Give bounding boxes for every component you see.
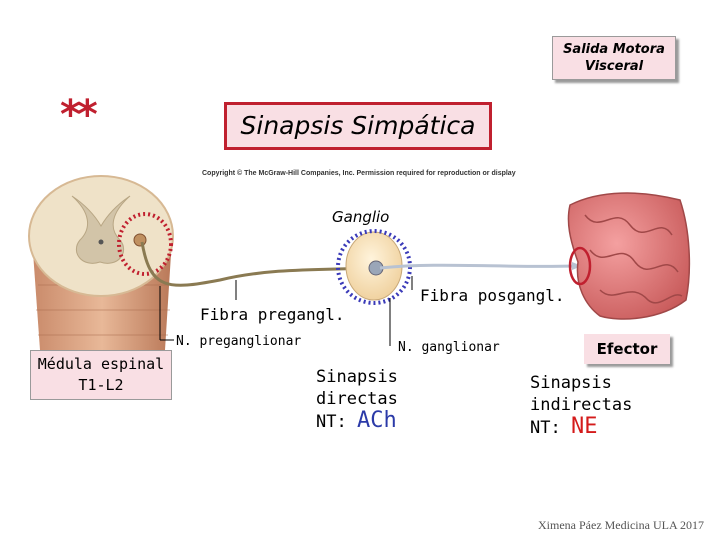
direct-synapse-line-1: Sinapsis — [316, 367, 398, 387]
author-credit: Ximena Páez Medicina ULA 2017 — [538, 518, 704, 532]
spinal-highlight-ring — [117, 212, 173, 276]
indirect-synapse-line-1: Sinapsis — [530, 373, 612, 393]
preganglionic-fiber — [140, 241, 371, 287]
effector-label: Efector — [584, 334, 670, 364]
direct-nt-value: ACh — [356, 408, 397, 433]
postganglionic-fiber — [379, 263, 577, 270]
intestine-illustration — [567, 192, 691, 320]
direct-synapse-line-2: directas — [316, 389, 398, 409]
spinal-cord-illustration — [28, 175, 174, 350]
visceral-motor-output-tag: Salida Motora Visceral — [552, 36, 676, 80]
postganglionic-fiber-label: Fibra posgangl. — [420, 286, 565, 305]
direct-synapse-nt: NT: ACh — [316, 410, 398, 433]
indirect-nt-value: NE — [570, 414, 598, 439]
page-title: Sinapsis Simpática — [224, 102, 492, 150]
preganglionic-fiber-label: Fibra pregangl. — [200, 305, 345, 324]
effector-highlight-ring — [568, 246, 592, 286]
ganglion-illustration — [345, 231, 403, 301]
spinal-cord-label-line-1: Médula espinal — [37, 355, 165, 373]
tag-line-2: Visceral — [584, 59, 644, 74]
ganglion-label: Ganglio — [330, 208, 392, 226]
indirect-synapse-line-2: indirectas — [530, 395, 633, 415]
ganglionic-neuron-label: N. ganglionar — [398, 340, 500, 355]
spinal-cord-label-line-2: T1-L2 — [78, 376, 124, 394]
tag-line-1: Salida Motora — [563, 42, 665, 57]
spinal-cord-label: Médula espinal T1-L2 — [30, 350, 172, 400]
preganglionic-neuron-label: N. preganglionar — [176, 334, 302, 349]
indirect-synapse-nt: NT: NE — [530, 416, 632, 439]
direct-synapse-block: Sinapsis directas NT: ACh — [316, 366, 398, 433]
direct-nt-prefix: NT: — [316, 412, 347, 432]
copyright-notice: Copyright © The McGraw-Hill Companies, I… — [202, 170, 516, 177]
double-asterisk-mark: ** — [60, 92, 98, 138]
indirect-synapse-block: Sinapsis indirectas NT: NE — [530, 372, 632, 439]
indirect-nt-prefix: NT: — [530, 418, 561, 438]
